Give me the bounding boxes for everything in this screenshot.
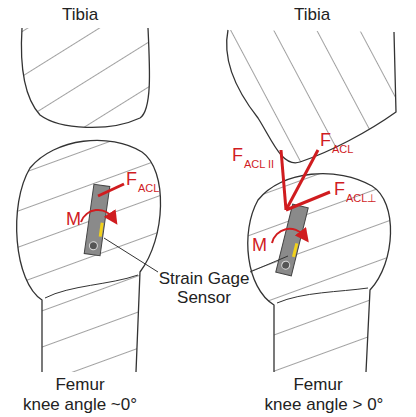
force-subscript: ACL — [138, 182, 159, 194]
leader-line — [250, 256, 288, 272]
force-subscript: ACL — [332, 143, 353, 155]
bone-name: Femur — [55, 376, 104, 395]
angle-note: knee angle ~0° — [23, 396, 137, 415]
femur-bone — [248, 174, 391, 372]
moment-symbol: M — [66, 210, 81, 230]
force-subscript: ACL⊥ — [346, 192, 377, 204]
angle-note: knee angle > 0° — [265, 396, 384, 415]
force-symbol: F — [320, 131, 331, 151]
force-symbol: F — [334, 180, 345, 200]
strain-gage-sensor — [276, 204, 308, 276]
moment-symbol: M — [252, 236, 267, 256]
moment-arrow — [81, 210, 113, 222]
force-subscript: ACL II — [244, 158, 274, 170]
sensor-label: Strain Gage Sensor — [156, 270, 252, 307]
force-line — [281, 150, 286, 210]
bone-name: Tibia — [62, 6, 98, 25]
bone-name: Tibia — [294, 6, 330, 25]
femur-bone — [17, 140, 161, 372]
leader-line — [104, 238, 158, 272]
strain-gage-sensor — [84, 184, 110, 256]
moment-arrow — [272, 229, 304, 243]
force-symbol: F — [232, 146, 243, 166]
force-line — [286, 192, 330, 210]
tibia-bone — [227, 30, 396, 163]
force-symbol: F — [126, 170, 137, 190]
force-line — [286, 150, 318, 210]
tibia-bone — [21, 28, 149, 127]
bone-name: Femur — [293, 376, 342, 395]
force-line — [98, 184, 124, 196]
